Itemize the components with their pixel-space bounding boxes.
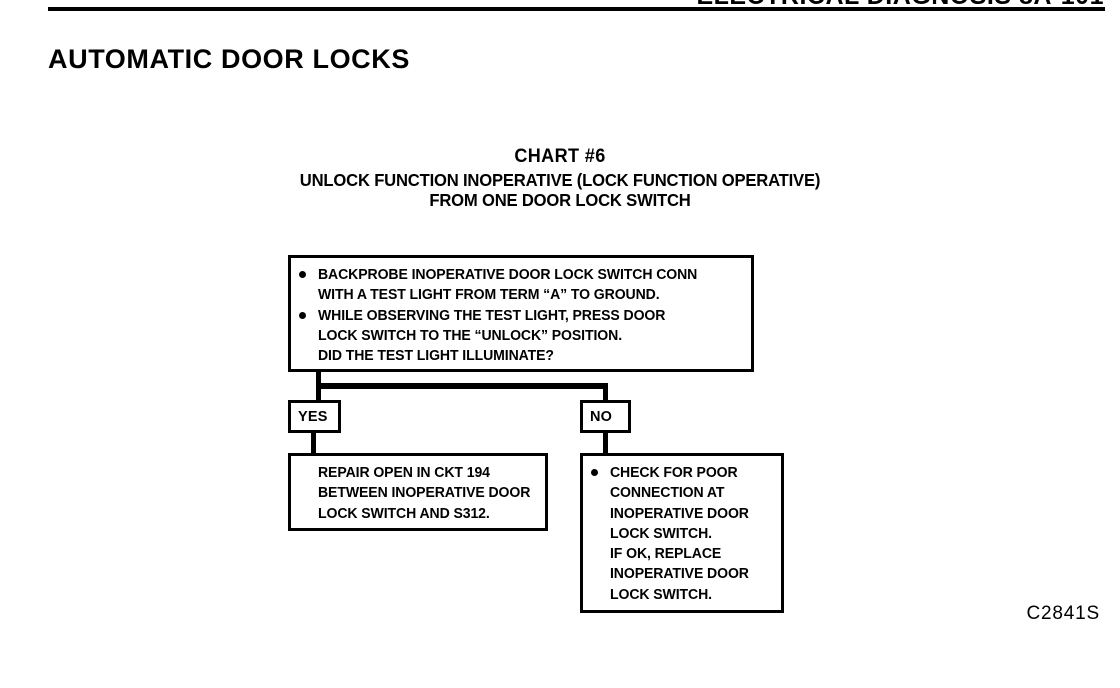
connector-yes-to-result	[311, 431, 316, 455]
flow-question-item-1-text: BACKPROBE INOPERATIVE DOOR LOCK SWITCH C…	[318, 267, 698, 304]
flow-result-no-text: CHECK FOR POOR CONNECTION AT INOPERATIVE…	[610, 465, 749, 603]
header-rule-divider	[48, 7, 1105, 11]
flow-result-no-item: CHECK FOR POOR CONNECTION AT INOPERATIVE…	[591, 463, 775, 605]
flow-question-item-1: BACKPROBE INOPERATIVE DOOR LOCK SWITCH C…	[299, 265, 745, 306]
page-running-header: ELECTRICAL DIAGNOSIS 8A-101	[0, 0, 1120, 14]
figure-code-label: C2841S	[1026, 603, 1100, 624]
flow-result-yes-box: REPAIR OPEN IN CKT 194 BETWEEN INOPERATI…	[288, 453, 548, 531]
chart-subtitle-line-1: UNLOCK FUNCTION INOPERATIVE (LOCK FUNCTI…	[299, 170, 821, 191]
flow-branch-yes-box: YES	[288, 400, 341, 433]
connector-drop-to-yes	[316, 383, 321, 403]
chart-subtitle-line-2: FROM ONE DOOR LOCK SWITCH	[429, 189, 691, 210]
flow-branch-yes-label: YES	[298, 409, 328, 425]
flow-result-yes-item: REPAIR OPEN IN CKT 194 BETWEEN INOPERATI…	[299, 463, 539, 524]
flow-result-no-box: CHECK FOR POOR CONNECTION AT INOPERATIVE…	[580, 453, 784, 613]
flow-question-item-2-text: WHILE OBSERVING THE TEST LIGHT, PRESS DO…	[318, 307, 666, 365]
flow-question-box: BACKPROBE INOPERATIVE DOOR LOCK SWITCH C…	[288, 255, 754, 372]
connector-stem-from-question	[316, 370, 321, 386]
flow-result-yes-text: REPAIR OPEN IN CKT 194 BETWEEN INOPERATI…	[318, 465, 531, 522]
flow-branch-no-label: NO	[590, 409, 613, 425]
bullet-point-icon	[591, 463, 610, 476]
flow-branch-no-box: NO	[580, 400, 631, 433]
bullet-point-icon	[299, 306, 318, 319]
chart-number-label: CHART #6	[514, 146, 606, 167]
chart-heading-block: CHART #6 UNLOCK FUNCTION INOPERATIVE (LO…	[0, 146, 1120, 210]
connector-drop-to-no	[603, 383, 608, 403]
flow-question-item-2: WHILE OBSERVING THE TEST LIGHT, PRESS DO…	[299, 306, 745, 367]
running-head-text: ELECTRICAL DIAGNOSIS 8A-101	[696, 0, 1104, 11]
connector-horizontal-branch	[316, 383, 608, 389]
bullet-point-icon	[299, 265, 318, 278]
connector-no-to-result	[603, 431, 608, 455]
page-title: AUTOMATIC DOOR LOCKS	[48, 44, 410, 74]
bullet-placeholder-icon	[299, 463, 318, 476]
